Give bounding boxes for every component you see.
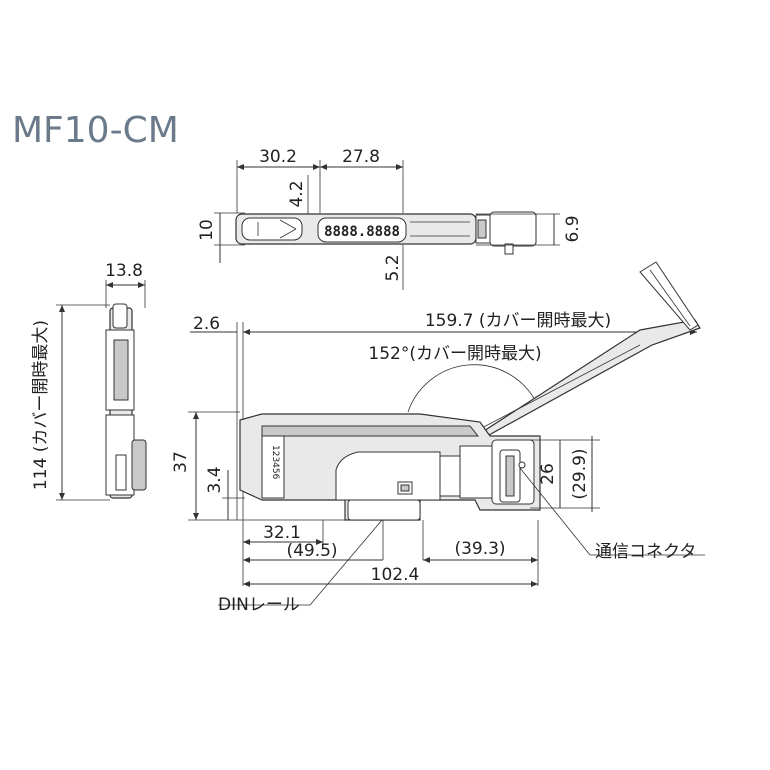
label-connector: 通信コネクタ <box>595 542 696 562</box>
svg-text:8888.8888: 8888.8888 <box>324 224 400 240</box>
dim-39-3: (39.3) <box>454 539 505 559</box>
dim-30-2: 30.2 <box>259 147 297 167</box>
dim-27-8: 27.8 <box>342 147 380 167</box>
front-view: 2.6 159.7 (カバー開時最大) 152°(カバー開時最大) 37 3.4 <box>171 261 705 615</box>
dim-102-4: 102.4 <box>371 565 420 585</box>
dim-2-6: 2.6 <box>193 314 220 334</box>
dim-32-1: 32.1 <box>263 523 301 543</box>
label-din-rail: DINレール <box>218 595 300 615</box>
dim-159-7: 159.7 (カバー開時最大) <box>425 311 611 331</box>
dim-37: 37 <box>171 451 191 473</box>
dim-6-9: 6.9 <box>563 215 583 242</box>
channel-numbers: 123456 <box>270 445 280 480</box>
dim-152-angle: 152°(カバー開時最大) <box>368 344 541 364</box>
dim-4-2: 4.2 <box>287 180 307 207</box>
dim-3-4: 3.4 <box>205 466 225 493</box>
dim-5-2: 5.2 <box>383 254 403 281</box>
dim-29-9: (29.9) <box>570 448 590 499</box>
dim-13-8: 13.8 <box>105 261 143 281</box>
dim-26: 26 <box>538 463 558 485</box>
top-view: 30.2 27.8 4.2 10 8888.8888 6.9 5.2 <box>197 147 583 290</box>
side-view: 13.8 114 (カバー開時最大) <box>31 261 147 501</box>
dim-10: 10 <box>197 219 217 241</box>
model-title: MF10-CM <box>12 110 179 151</box>
dim-49-5: (49.5) <box>286 541 337 561</box>
dim-114: 114 (カバー開時最大) <box>31 320 51 490</box>
